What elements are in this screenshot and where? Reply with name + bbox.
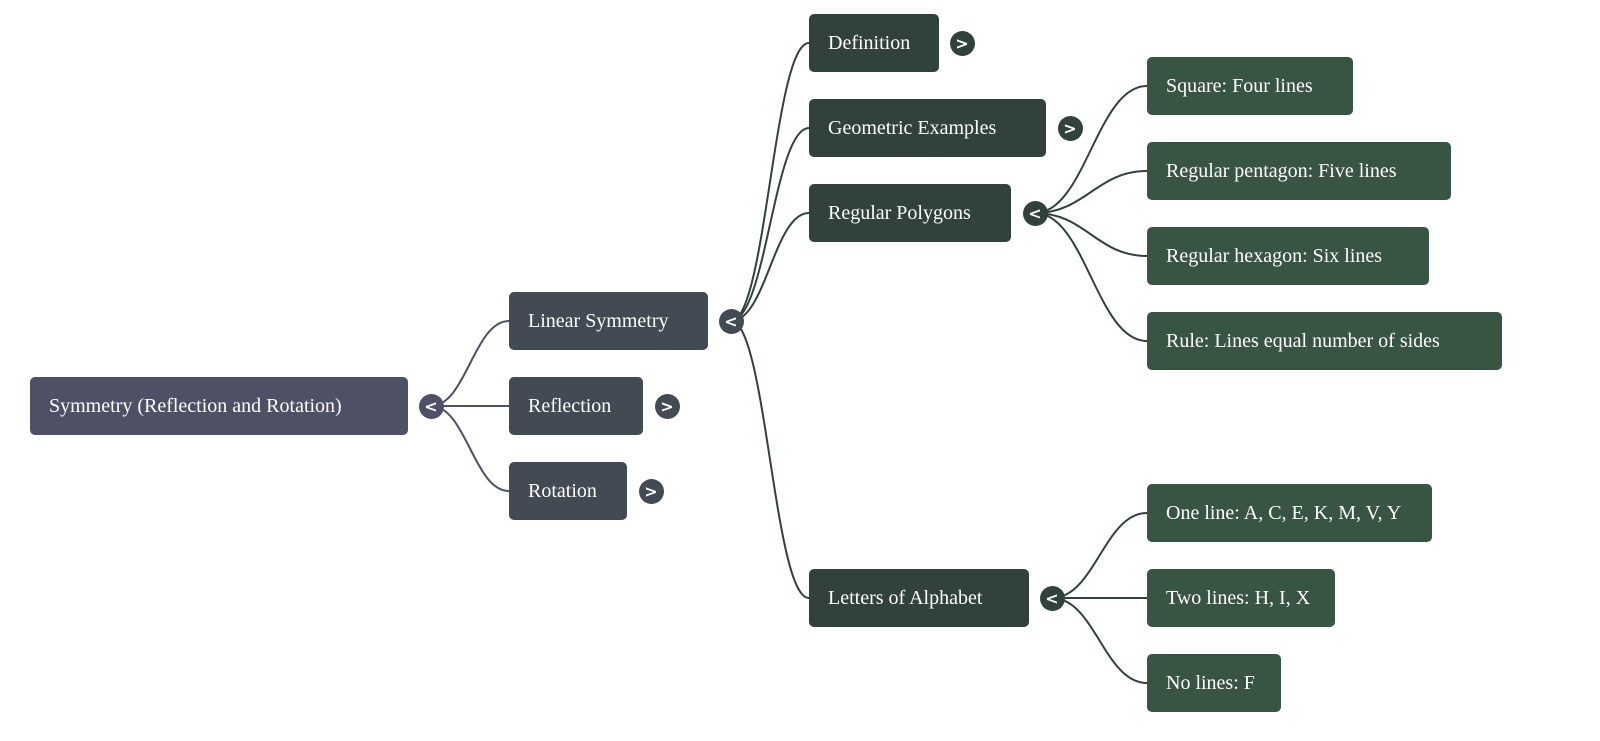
expand-toggle-geometric[interactable]: > [1057, 115, 1083, 141]
expand-toggle-reflection[interactable]: > [654, 393, 680, 419]
node-letters[interactable]: Letters of Alphabet [809, 569, 1029, 627]
collapse-toggle-linear[interactable]: < [718, 308, 744, 334]
node-hexagon[interactable]: Regular hexagon: Six lines [1147, 227, 1429, 285]
edge-letters-oneline [1051, 512, 1148, 599]
edge-linear-geometric [730, 127, 810, 322]
edge-root-rotation [430, 405, 510, 492]
expand-toggle-definition[interactable]: > [949, 30, 975, 56]
node-nolines[interactable]: No lines: F [1147, 654, 1281, 712]
collapse-toggle-root[interactable]: < [418, 393, 444, 419]
edge-root-linear [430, 320, 510, 407]
node-twolines[interactable]: Two lines: H, I, X [1147, 569, 1335, 627]
node-linear[interactable]: Linear Symmetry [509, 292, 708, 350]
edge-polygons-square [1034, 85, 1148, 214]
edge-letters-nolines [1051, 597, 1148, 684]
expand-toggle-rotation[interactable]: > [638, 478, 664, 504]
node-reflection[interactable]: Reflection [509, 377, 643, 435]
edge-polygons-hexagon [1034, 212, 1148, 257]
node-definition[interactable]: Definition [809, 14, 939, 72]
node-rotation[interactable]: Rotation [509, 462, 627, 520]
collapse-toggle-letters[interactable]: < [1039, 585, 1065, 611]
edge-polygons-rule [1034, 212, 1148, 342]
node-pentagon[interactable]: Regular pentagon: Five lines [1147, 142, 1451, 200]
node-oneline[interactable]: One line: A, C, E, K, M, V, Y [1147, 484, 1432, 542]
edge-linear-definition [730, 42, 810, 322]
node-root[interactable]: Symmetry (Reflection and Rotation) [30, 377, 408, 435]
edge-linear-polygons [730, 212, 810, 322]
edge-polygons-pentagon [1034, 170, 1148, 214]
collapse-toggle-polygons[interactable]: < [1022, 200, 1048, 226]
node-square[interactable]: Square: Four lines [1147, 57, 1353, 115]
node-geometric[interactable]: Geometric Examples [809, 99, 1046, 157]
edge-linear-letters [730, 320, 810, 599]
node-polygons[interactable]: Regular Polygons [809, 184, 1011, 242]
node-rule[interactable]: Rule: Lines equal number of sides [1147, 312, 1502, 370]
